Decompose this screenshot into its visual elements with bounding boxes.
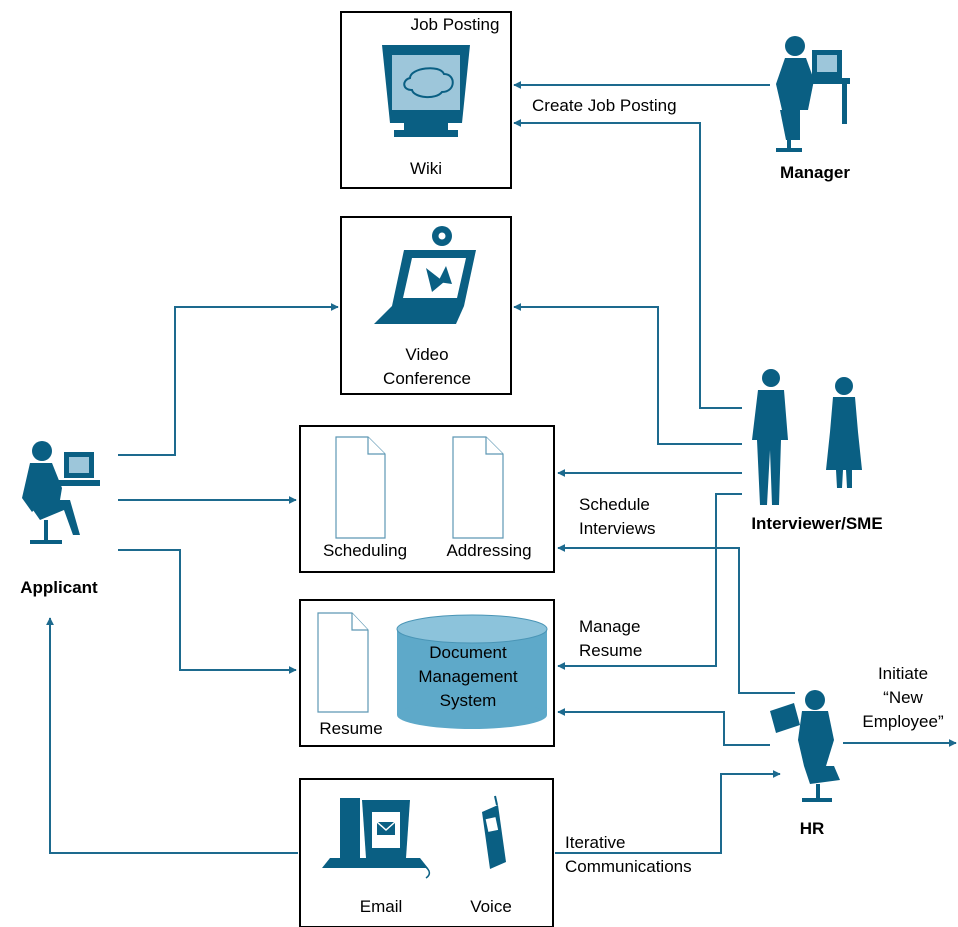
applicant-label: Applicant [20, 578, 98, 597]
laptop-camera-icon [374, 226, 476, 324]
dms-line2: Management [418, 667, 518, 686]
flow-lines [46, 81, 957, 854]
addressing-label: Addressing [446, 541, 531, 560]
email-label: Email [360, 897, 403, 916]
database-cylinder-icon [396, 614, 548, 729]
manage-resume-line1: Manage [579, 617, 640, 636]
flow-labels: Create Job Posting Schedule Interviews M… [532, 96, 944, 876]
flow-hr-to-addressing [557, 544, 795, 694]
flow-interviewer-to-dms [557, 493, 742, 670]
wiki-label: Wiki [410, 159, 442, 178]
communications-box [299, 778, 554, 927]
video-conference-system: Video Conference [340, 216, 512, 395]
manager-actor: Manager [776, 36, 850, 182]
computer-icon [322, 798, 431, 879]
person-at-workstation-icon [776, 36, 850, 152]
flow-communications-to-hr [555, 770, 781, 854]
resume-label: Resume [319, 719, 382, 738]
dms-line1: Document [429, 643, 507, 662]
video-label-line1: Video [405, 345, 448, 364]
initiate-new-employee-line3: Employee” [862, 712, 944, 731]
mobile-phone-icon [482, 795, 506, 869]
wiki-system: Job Posting Wiki [340, 11, 512, 189]
scheduling-document-icon [335, 436, 386, 539]
hr-label: HR [800, 819, 825, 838]
iterative-communications-line2: Communications [565, 857, 692, 876]
dms-line3: System [440, 691, 497, 710]
applicant-actor: Applicant [20, 441, 100, 597]
initiate-new-employee-line1: Initiate [878, 664, 928, 683]
manager-label: Manager [780, 163, 850, 182]
person-at-computer-icon [22, 441, 100, 544]
schedule-interviews-line1: Schedule [579, 495, 650, 514]
interviewer-label: Interviewer/SME [751, 514, 882, 533]
hr-actor: HR [770, 690, 840, 838]
video-label-line2: Conference [383, 369, 471, 388]
manage-resume-line2: Resume [579, 641, 642, 660]
resume-document-icon [317, 612, 369, 713]
communications-system: Email Voice [299, 778, 554, 927]
person-with-laptop-icon [770, 690, 840, 802]
flow-applicant-to-resume [118, 549, 297, 674]
job-posting-label: Job Posting [411, 15, 500, 34]
resume-dms-system: Document Management System Resume [299, 599, 555, 747]
standing-people-icon [752, 369, 862, 505]
schedule-interviews-line2: Interviews [579, 519, 656, 538]
initiate-new-employee-line2: “New [883, 688, 923, 707]
scheduling-label: Scheduling [323, 541, 407, 560]
flow-communications-to-applicant [46, 617, 298, 854]
create-job-posting-label: Create Job Posting [532, 96, 677, 115]
flow-applicant-to-video [118, 303, 339, 456]
addressing-document-icon [452, 436, 504, 539]
scheduling-addressing-system: Scheduling Addressing [299, 425, 555, 573]
voice-label: Voice [470, 897, 512, 916]
monitor-icon [382, 45, 470, 137]
flow-interviewer-to-wiki [513, 119, 742, 409]
interviewer-actor: Interviewer/SME [751, 369, 883, 533]
flow-interviewer-to-video [513, 303, 742, 445]
iterative-communications-line1: Iterative [565, 833, 625, 852]
flow-hr-to-dms [557, 708, 770, 746]
